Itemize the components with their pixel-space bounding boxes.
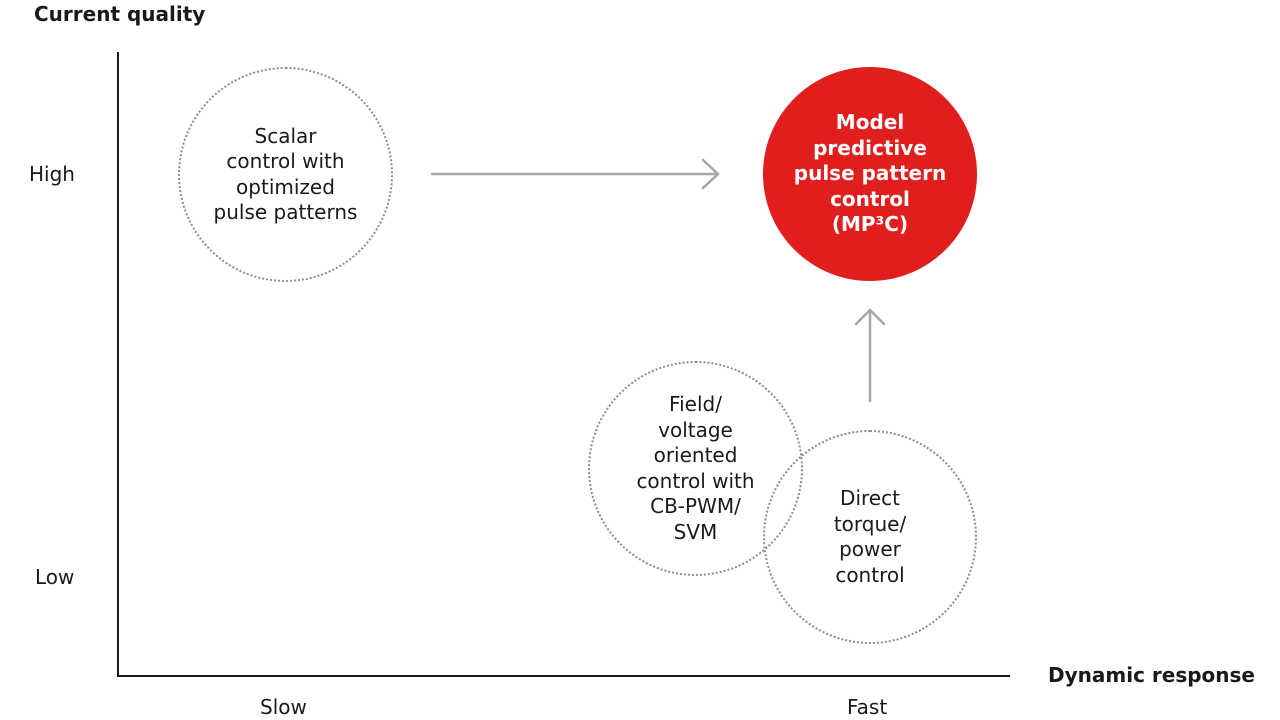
y-tick-low: Low [35,565,75,589]
node-scalar-control: Scalar control with optimized pulse patt… [178,67,393,282]
x-tick-slow: Slow [260,695,307,719]
node-direct-torque-control-label: Direct torque/ power control [833,486,907,587]
arrow-right [430,158,720,190]
node-mp3c-label: Model predictive pulse pattern control (… [793,110,947,237]
node-scalar-control-label: Scalar control with optimized pulse patt… [213,123,358,225]
y-axis-title: Current quality [34,2,206,26]
x-axis-title: Dynamic response [1048,663,1255,687]
arrow-up [854,308,886,403]
node-field-oriented-control: Field/ voltage oriented control with CB-… [588,361,803,576]
node-mp3c: Model predictive pulse pattern control (… [763,67,977,281]
node-field-oriented-control-label: Field/ voltage oriented control with CB-… [636,392,755,544]
y-tick-high: High [29,162,75,186]
x-tick-fast: Fast [847,695,888,719]
